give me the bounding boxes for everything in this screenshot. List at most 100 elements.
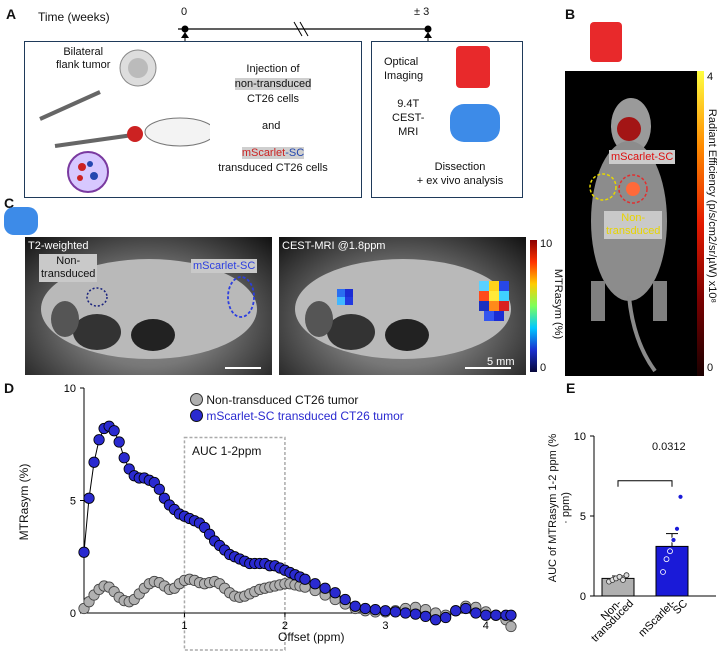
- mouse-injection-illustration: [39, 49, 210, 193]
- optical-text: Optical Imaging: [384, 56, 424, 82]
- data-point: [319, 582, 331, 594]
- colorbar-b-max: 4: [707, 71, 714, 83]
- data-point: [409, 608, 422, 620]
- mscarlet-label-b: mScarlet-SC: [609, 150, 676, 164]
- y-tick-label: 0: [70, 608, 76, 620]
- data-point: [623, 572, 630, 579]
- chart-d-ylabel: MTRasym (%): [17, 463, 31, 541]
- mouse-optical-image: [565, 71, 697, 376]
- y-tick-label: 0: [580, 591, 586, 603]
- colorbar-c: [530, 240, 537, 372]
- mtrasym-spectrum-chart: 0 5 10 1 2 3 4: [64, 383, 517, 651]
- scale-bar-label: 5 mm: [487, 356, 515, 368]
- significance-bracket: [617, 480, 673, 487]
- x-tick-label: 1: [181, 620, 187, 632]
- data-point: [299, 573, 311, 585]
- panel-label-b: B: [565, 6, 576, 22]
- data-point: [667, 548, 673, 555]
- data-point: [505, 620, 517, 633]
- nontransduced-label-c: Non- transduced: [39, 254, 98, 282]
- data-point: [670, 537, 677, 543]
- panel-label-a: A: [6, 6, 17, 22]
- x-tick-label: SC: [671, 598, 690, 617]
- data-point: [440, 611, 452, 624]
- data-point: [118, 452, 130, 464]
- legend-item-0: Non-transduced CT26 tumor: [190, 393, 358, 407]
- pvalue-label: 0.0312: [652, 441, 686, 453]
- optical-imager-icon: [456, 46, 490, 88]
- chart-d-annotation: AUC 1-2ppm: [192, 444, 262, 458]
- data-point: [674, 525, 680, 532]
- colorbar-b: [697, 71, 704, 376]
- data-point: [339, 593, 351, 606]
- timeline-start: 0: [181, 6, 188, 18]
- data-point: [677, 493, 684, 500]
- data-point: [505, 609, 517, 621]
- data-point: [470, 607, 482, 619]
- data-point: [369, 604, 381, 616]
- data-point: [309, 578, 321, 590]
- panel-label-e: E: [566, 380, 576, 396]
- data-point: [616, 573, 623, 580]
- y-tick-label: 10: [64, 383, 76, 395]
- data-point: [83, 492, 95, 504]
- mscarlet-label-c: mScarlet-SC: [191, 259, 258, 273]
- data-point: [460, 602, 472, 615]
- colorbar-c-max: 10: [540, 238, 553, 250]
- data-point: [399, 607, 412, 619]
- chart-e-ylabel: AUC of MTRasym 1-2 ppm (% · ppm): [547, 433, 572, 583]
- and-text: and: [262, 120, 281, 132]
- x-tick-label: 3: [382, 620, 388, 632]
- timeline-label: Time (weeks): [38, 10, 110, 24]
- x-tick-label: 2: [282, 620, 288, 632]
- data-point: [153, 483, 165, 495]
- nontransduced-label-b: Non- transduced: [604, 211, 663, 239]
- x-tick-label: 4: [483, 620, 489, 632]
- colorbar-c-label: MTRasym (%): [552, 268, 564, 340]
- y-tick-label: 5: [70, 496, 76, 508]
- colorbar-b-min: 0: [707, 362, 714, 374]
- mscarlet-text: mScarlet-SC transduced CT26 cells: [218, 147, 328, 174]
- colorbar-b-label: Radiant Efficiency (p/s/cm2/sr/µW) x10⁸: [706, 108, 718, 304]
- tumor-label: Bilateral flank tumor: [56, 46, 111, 71]
- data-point: [379, 605, 391, 617]
- colorbar-c-min: 0: [540, 362, 547, 374]
- t2-title: T2-weighted: [28, 240, 89, 252]
- chart-d-xlabel: Offset (ppm): [278, 630, 345, 644]
- data-point: [108, 425, 120, 437]
- data-point: [419, 610, 432, 622]
- data-point: [490, 609, 502, 621]
- data-point: [620, 577, 626, 583]
- legend-item-1: mScarlet-SC transduced CT26 tumor: [190, 409, 404, 423]
- mri-text: 9.4T CEST- MRI: [392, 98, 425, 138]
- data-point: [430, 614, 442, 626]
- data-point: [329, 587, 341, 599]
- auc-region-box: [183, 436, 286, 651]
- cest-mri-image: [279, 237, 526, 375]
- data-point: [389, 606, 402, 618]
- data-point: [359, 602, 371, 615]
- data-point: [480, 609, 492, 621]
- data-point: [113, 436, 125, 448]
- data-point: [93, 434, 105, 446]
- timeline-end: ± 3: [414, 6, 430, 18]
- cest-title: CEST-MRI @1.8ppm: [282, 240, 386, 252]
- dissection-text: Dissection + ex vivo analysis: [416, 161, 504, 187]
- injection-text: Injection of non-transduced CT26 cells: [234, 63, 312, 105]
- mri-scanner-icon: [450, 104, 500, 142]
- x-tick-label: mScarlet-: [636, 597, 678, 639]
- panel-label-c: C: [4, 195, 15, 211]
- data-point: [660, 569, 666, 575]
- data-point: [78, 546, 90, 558]
- mri-scanner-icon: [4, 207, 38, 235]
- timeline-graphic: [178, 21, 432, 42]
- y-tick-label: 10: [574, 431, 586, 443]
- data-point: [450, 605, 462, 617]
- y-tick-label: 5: [580, 511, 586, 523]
- data-point: [349, 600, 361, 612]
- data-point: [663, 556, 670, 563]
- panel-label-d: D: [4, 380, 15, 396]
- data-point: [88, 456, 100, 468]
- optical-imager-icon: [590, 22, 622, 62]
